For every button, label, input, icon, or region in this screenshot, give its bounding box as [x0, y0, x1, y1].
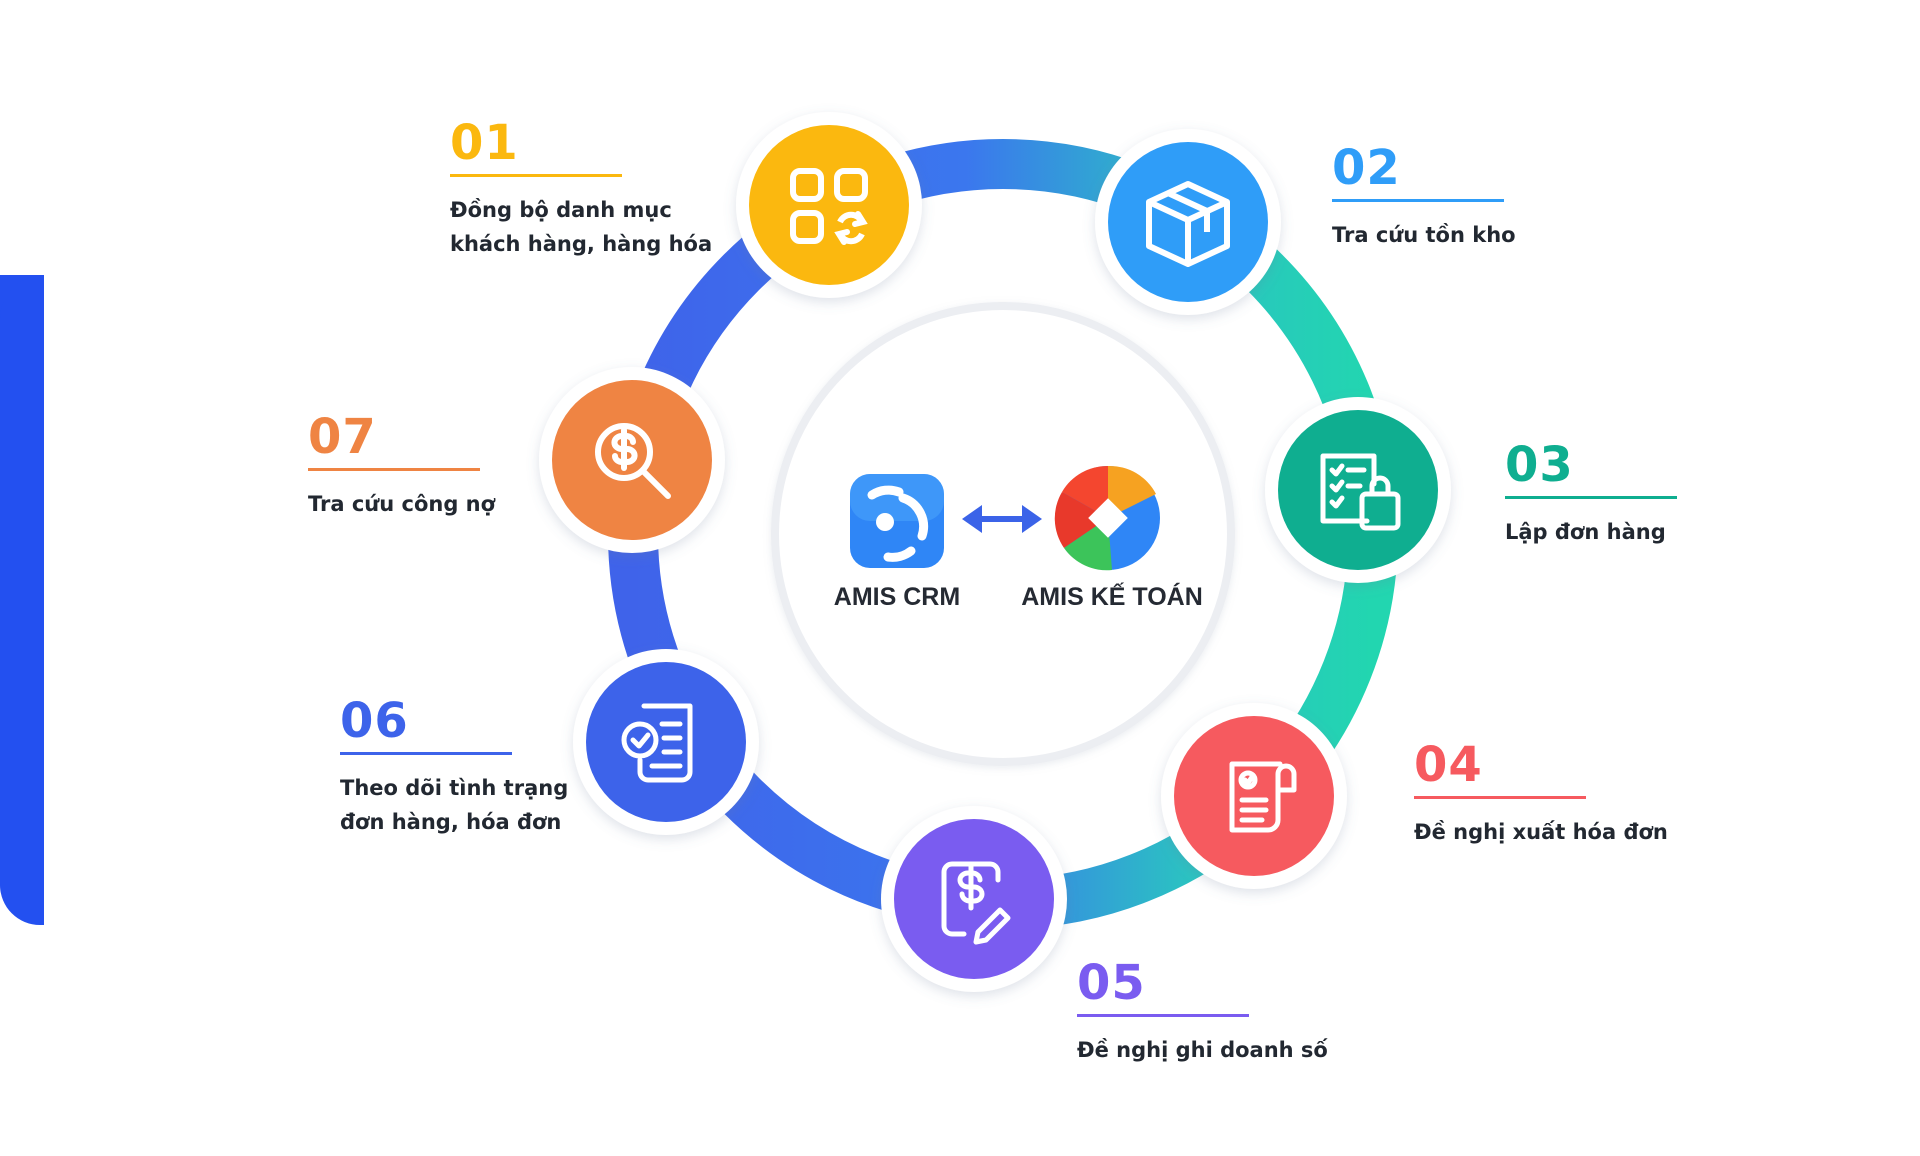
- order-bag-icon: [1320, 453, 1401, 531]
- step-06-node: [573, 649, 759, 835]
- step-number: 03: [1505, 437, 1574, 493]
- step-02-node: [1095, 129, 1281, 315]
- step-05-label: 05 Đề nghị ghi doanh số: [1077, 958, 1328, 1067]
- step-underline: [308, 468, 480, 471]
- side-accent-bar: [0, 275, 44, 925]
- center-disc: [771, 302, 1235, 766]
- step-03-label: 03 Lập đơn hàng: [1505, 440, 1677, 549]
- step-underline: [340, 752, 512, 755]
- step-description: Đồng bộ danh mục khách hàng, hàng hóa: [450, 198, 713, 256]
- step-05-node: [881, 806, 1067, 992]
- step-number: 07: [308, 409, 377, 465]
- step-description: Tra cứu tồn kho: [1332, 223, 1516, 247]
- step-03-node: [1265, 397, 1451, 583]
- dollar-edit-icon: [941, 861, 1011, 945]
- step-01-node: [736, 112, 922, 298]
- step-description: Tra cứu công nợ: [308, 492, 496, 516]
- step-description: Theo dõi tình trạng đơn hàng, hóa đơn: [340, 776, 569, 834]
- step-number: 01: [450, 115, 519, 171]
- step-07-label: 07 Tra cứu công nợ: [308, 412, 495, 521]
- invoice-receipt-icon: [1229, 761, 1297, 833]
- step-number: 05: [1077, 955, 1146, 1011]
- step-description: Đề nghị xuất hóa đơn: [1414, 820, 1668, 844]
- step-underline: [450, 174, 622, 177]
- document-check-icon: [621, 703, 693, 783]
- amis-accounting-logo-icon: [1054, 465, 1160, 571]
- step-01-label: 01 Đồng bộ danh mục khách hàng, hàng hóa: [450, 118, 712, 261]
- dollar-search-icon: [595, 423, 671, 499]
- step-04-node: [1161, 703, 1347, 889]
- amis-accounting-label: AMIS KẾ TOÁN: [1021, 583, 1203, 611]
- step-underline: [1332, 199, 1504, 202]
- step-number: 04: [1414, 737, 1483, 793]
- step-underline: [1505, 496, 1677, 499]
- step-06-label: 06 Theo dõi tình trạng đơn hàng, hóa đơn: [340, 696, 568, 839]
- step-underline: [1077, 1014, 1249, 1017]
- step-number: 06: [340, 693, 409, 749]
- step-02-label: 02 Tra cứu tồn kho: [1332, 143, 1516, 252]
- step-07-node: [539, 367, 725, 553]
- step-04-label: 04 Đề nghị xuất hóa đơn: [1414, 740, 1668, 849]
- step-number: 02: [1332, 140, 1401, 196]
- step-description: Đề nghị ghi doanh số: [1077, 1038, 1328, 1062]
- amis-crm-logo-icon: [850, 474, 944, 568]
- grid-sync-icon: [790, 168, 868, 245]
- amis-crm-label: AMIS CRM: [833, 583, 961, 611]
- step-description: Lập đơn hàng: [1505, 520, 1666, 544]
- double-arrow-icon: [962, 505, 1042, 533]
- step-underline: [1414, 796, 1586, 799]
- box-icon: [1146, 181, 1230, 267]
